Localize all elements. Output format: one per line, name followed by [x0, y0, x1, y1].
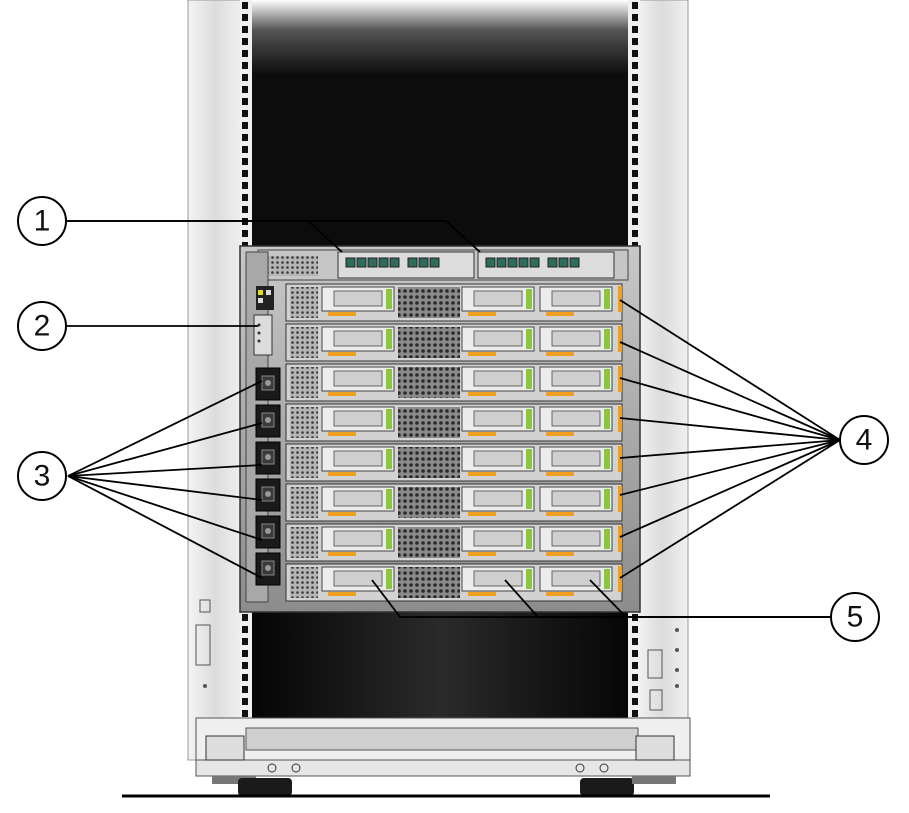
drive-slot	[539, 286, 613, 316]
callout-5: 5	[830, 592, 880, 642]
server-blade	[285, 323, 623, 362]
network-express-modules	[257, 249, 629, 281]
drive-slot	[539, 486, 613, 516]
leader-lines	[66, 220, 841, 618]
server-blade	[285, 483, 623, 522]
leader-line-4c	[619, 377, 841, 441]
leader-line-4d	[619, 417, 841, 441]
server-blade	[285, 563, 623, 602]
drive-slot	[461, 366, 535, 396]
blade-chassis	[239, 245, 641, 613]
callout-3: 3	[17, 451, 67, 501]
callout-2: 2	[17, 301, 67, 351]
drive-slot	[461, 486, 535, 516]
leader-line-3a	[67, 380, 263, 477]
power-supply-unit	[255, 515, 281, 549]
drive-slot	[321, 326, 395, 356]
drive-slot	[321, 406, 395, 436]
leader-line-3d	[67, 475, 263, 501]
drive-slot	[321, 486, 395, 516]
rack-post-right	[635, 0, 689, 761]
leader-line-3c	[67, 464, 263, 477]
power-supply-units	[255, 367, 281, 586]
drive-slot	[321, 286, 395, 316]
drive-slot	[461, 326, 535, 356]
callout-2-label: 2	[34, 310, 51, 343]
rack-interior	[250, 0, 632, 250]
callout-1: 1	[17, 196, 67, 246]
drive-slot	[461, 526, 535, 556]
drive-slot	[321, 566, 395, 596]
drive-slot	[539, 326, 613, 356]
drive-slot	[321, 366, 395, 396]
drive-slot	[321, 446, 395, 476]
leader-line-4a	[619, 299, 841, 441]
drive-slot	[539, 366, 613, 396]
power-supply-unit	[255, 441, 281, 475]
server-blade	[285, 283, 623, 322]
callout-4-label: 4	[856, 424, 873, 457]
rack-interior-lower	[250, 610, 632, 728]
leader-line-4h	[619, 439, 841, 579]
rack-base	[195, 717, 691, 777]
server-blade	[285, 363, 623, 402]
server-blade	[285, 523, 623, 562]
drive-slot	[539, 526, 613, 556]
server-blade	[285, 443, 623, 482]
drive-slot	[461, 446, 535, 476]
drive-slot	[539, 446, 613, 476]
power-supply-unit	[255, 552, 281, 586]
leader-line-4f	[619, 439, 841, 496]
power-supply-unit	[255, 478, 281, 512]
leader-line-3e	[67, 475, 263, 541]
callout-5-label: 5	[847, 601, 864, 634]
power-supply-unit	[255, 404, 281, 438]
callout-1-label: 1	[34, 205, 51, 238]
rack-frame	[122, 0, 770, 798]
rack-post-left	[187, 0, 243, 761]
leader-line-5c	[589, 579, 830, 618]
rack-leveling-feet	[212, 776, 676, 796]
drive-slot	[461, 406, 535, 436]
leader-line-4b	[619, 341, 841, 441]
power-supply-unit	[255, 367, 281, 401]
callout-4: 4	[839, 415, 889, 465]
leader-line-4e	[619, 439, 841, 459]
drive-slot	[539, 406, 613, 436]
leader-line-3b	[67, 422, 263, 477]
drive-slot	[539, 566, 613, 596]
drive-slot	[461, 286, 535, 316]
leader-line-1b	[66, 220, 481, 253]
server-blades	[285, 283, 623, 602]
server-blade	[285, 403, 623, 442]
leader-line-4g	[619, 439, 841, 538]
leader-line-3f	[67, 475, 263, 579]
drive-slot	[461, 566, 535, 596]
callout-3-label: 3	[34, 460, 51, 493]
drive-slot	[321, 526, 395, 556]
